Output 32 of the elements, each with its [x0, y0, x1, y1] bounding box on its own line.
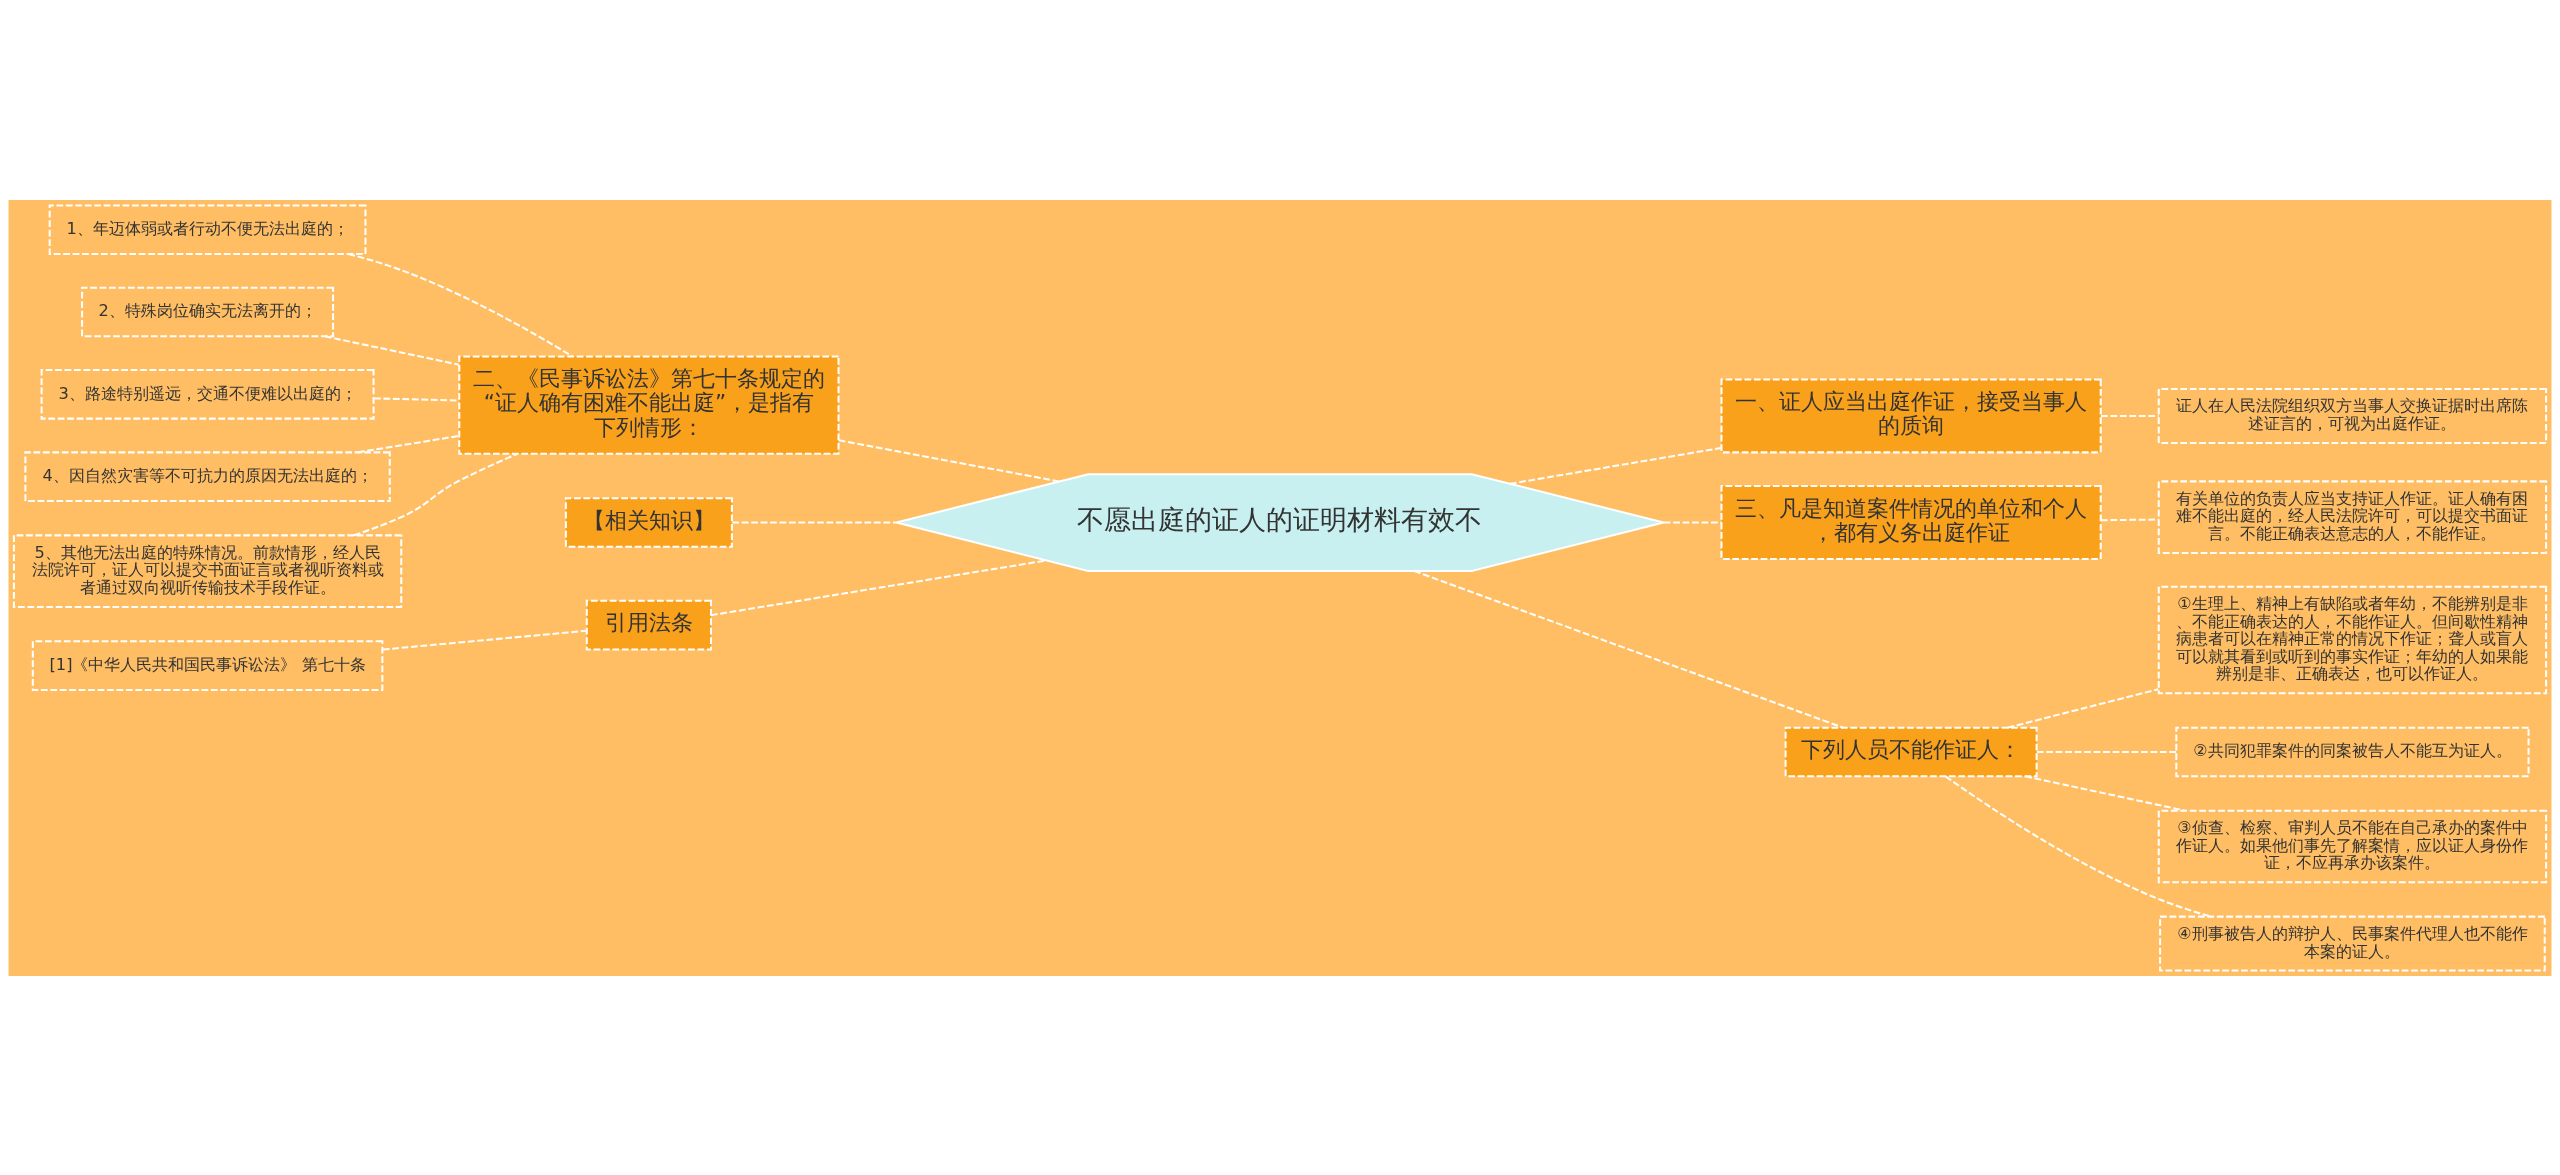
node-box: ①生理上、精神上有缺陷或者年幼，不能辨别是非、不能正确表达的人，不能作证人。但间歇性精神病患者可以在精神正常的情况下作证；聋人或盲人可以就其看到或听到的事实作证；年幼的人如果能辨别是非、正确表达，也可以作证人。 — [2157, 585, 2548, 694]
node-box: 3、路途特别遥远，交通不便难以出庭的； — [40, 368, 375, 420]
node-box: 4、因自然灾害等不可抗力的原因无法出庭的； — [24, 450, 391, 502]
connector — [838, 438, 1059, 482]
node-box: ②共同犯罪案件的同案被告人不能互为证人。 — [2175, 726, 2530, 777]
connector — [732, 521, 897, 524]
connector — [348, 252, 574, 357]
node-box: 有关单位的负责人应当支持证人作证。证人确有困难不能出庭的，经人民法院许可，可以提交书面证言。不能正确表达意志的人，不能作证。 — [2157, 479, 2548, 554]
node-box: 2、特殊岗位确实无法离开的； — [81, 286, 335, 337]
connector — [1413, 569, 1844, 729]
node-box: 证人在人民法院组织双方当事人交换证据时出席陈述证言的，可视为出庭作证。 — [2157, 387, 2548, 444]
node-box: 二、《民事诉讼法》第七十条规定的“证人确有困难不能出庭”，是指有下列情形： — [458, 355, 840, 455]
node-box: 引用法条 — [585, 599, 712, 650]
node-box: ③侦查、检察、审判人员不能在自己承办的案件中作证人。如果他们事先了解案情，应以证人身份作证，不应再承办该案件。 — [2157, 809, 2548, 883]
connector — [324, 334, 459, 366]
node-box: ④刑事被告人的辩护人、民事案件代理人也不能作本案的证人。 — [2159, 915, 2546, 972]
connector — [710, 558, 1047, 616]
connector — [1663, 521, 1722, 524]
connector — [1509, 446, 1722, 485]
node-box: 5、其他无法出庭的特殊情况。前款情形，经人民法院许可，证人可以提交书面证言或者视听资料或者通过双向视听传输技术手段作证。 — [12, 533, 403, 608]
connector — [374, 396, 459, 401]
connector — [2025, 774, 2185, 812]
connector — [2036, 750, 2176, 753]
connector — [357, 434, 460, 453]
node-box: 三、凡是知道案件情况的单位和个人，都有义务出庭作证 — [1720, 484, 2102, 560]
node-box: 1、年迈体弱或者行动不便无法出庭的； — [48, 203, 367, 255]
node-box: 下列人员不能作证人： — [1784, 726, 2038, 777]
node-box: 一、证人应当出庭作证，接受当事人的质询 — [1720, 378, 2102, 453]
connector — [382, 629, 587, 651]
connector — [2007, 687, 2159, 729]
node-box: [1]《中华人民共和国民事诉讼法》 第七十条 — [31, 639, 384, 691]
node-box: 【相关知识】 — [564, 496, 733, 548]
